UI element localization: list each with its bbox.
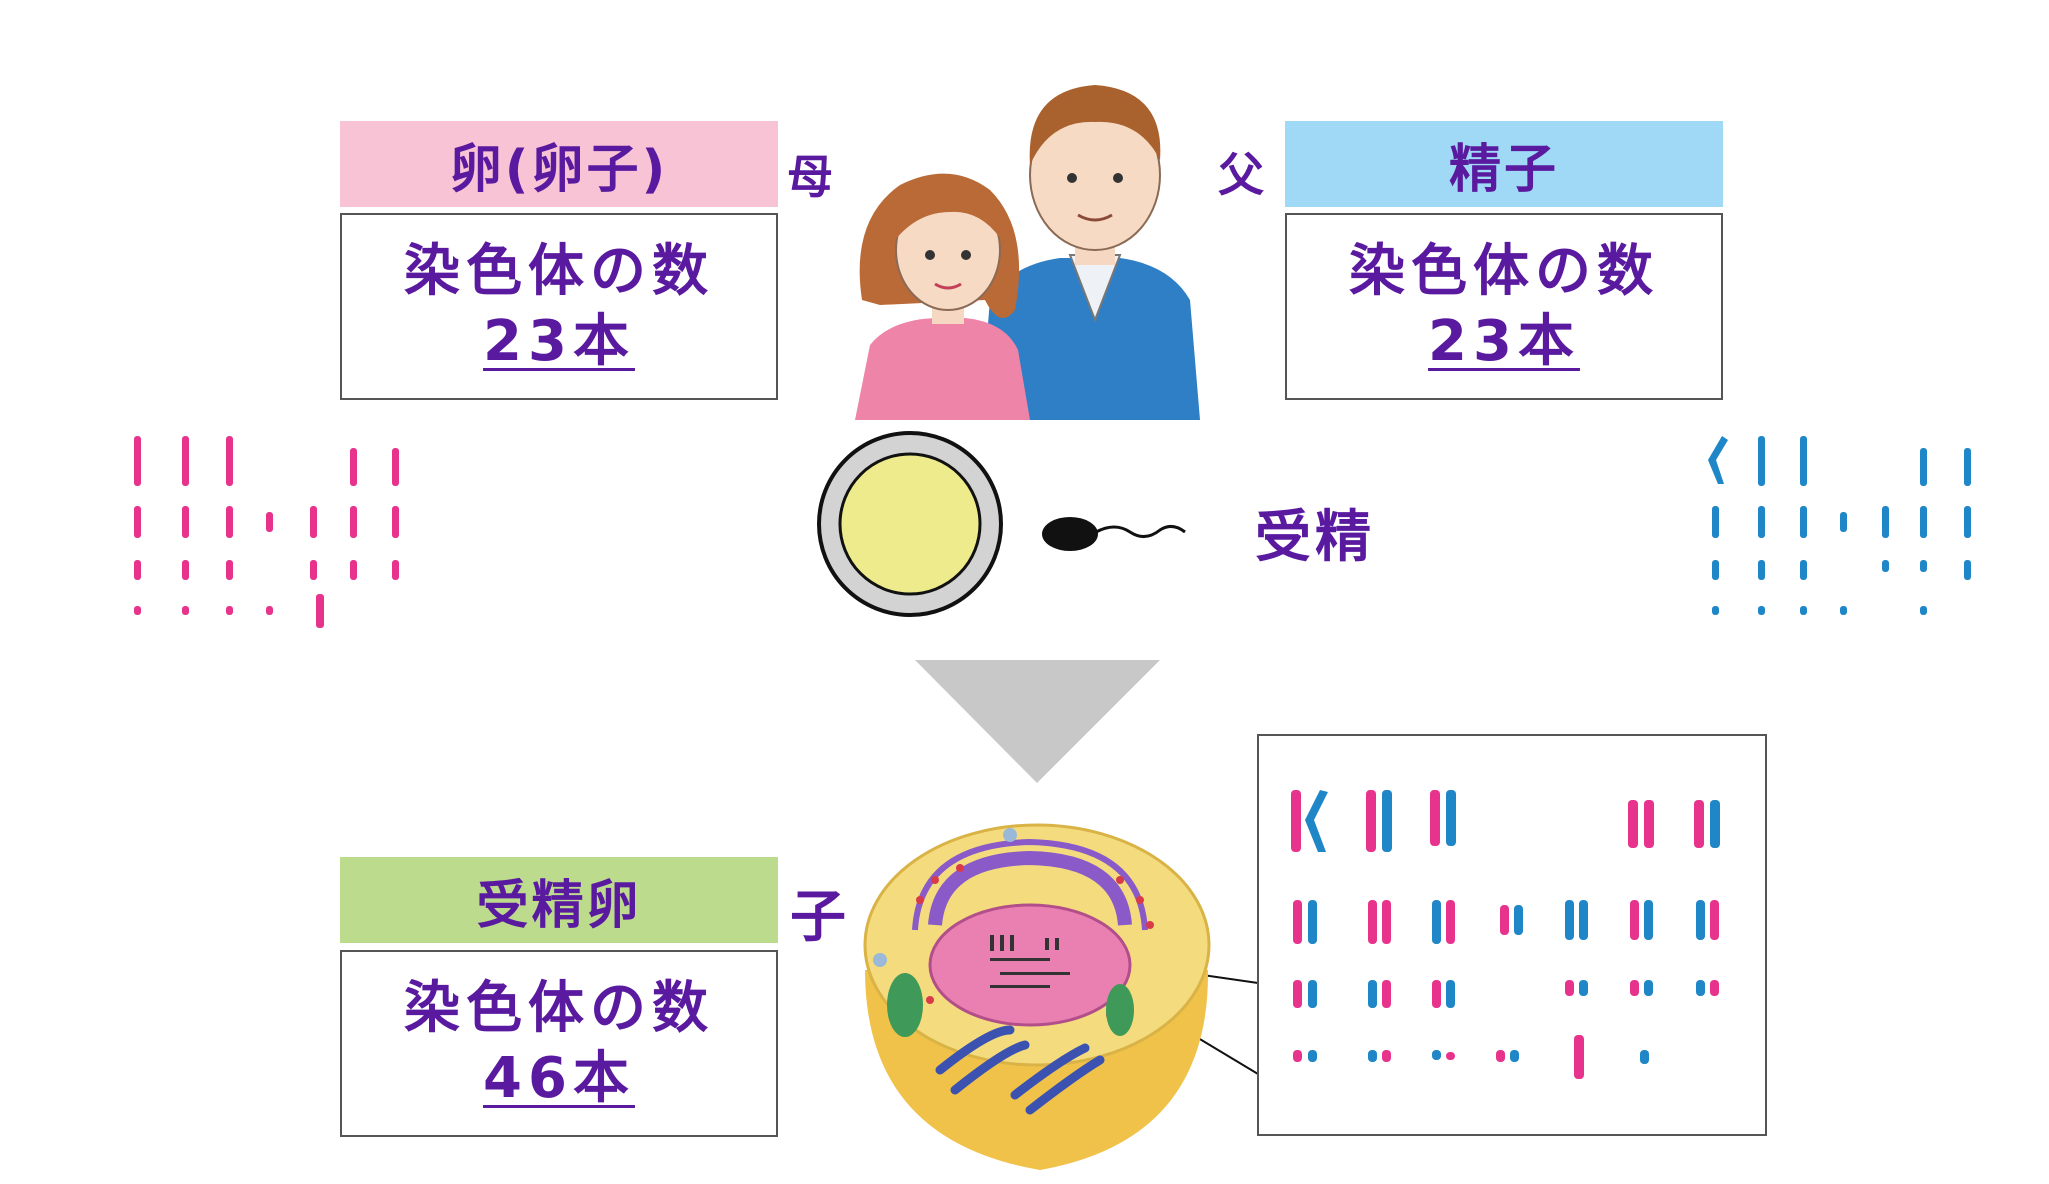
sperm-header-text: 精子 [1448, 139, 1559, 200]
karyotype-row-4 [1293, 1035, 1649, 1079]
zygote-chromosome-count: 46本 [483, 1045, 635, 1111]
father-figure [980, 85, 1200, 420]
egg-header-text: 卵(卵子) [449, 139, 669, 200]
zygote-header-text: 受精卵 [476, 875, 642, 936]
zygote-chromosome-label: 染色体の数 [404, 975, 714, 1041]
mother-figure [855, 173, 1030, 420]
sperm-chromosome-label: 染色体の数 [1349, 238, 1659, 304]
sperm-header: 精子 [1285, 121, 1723, 207]
child-label: 子 [790, 885, 846, 950]
fertilization-label: 受精 [1255, 505, 1375, 570]
karyotype-row-1 [1291, 790, 1720, 852]
mother-label: 母 [787, 150, 833, 204]
father-label: 父 [1218, 148, 1264, 202]
sperm-info-box: 染色体の数 23本 [1285, 213, 1723, 400]
zygote-info-box: 染色体の数 46本 [340, 950, 778, 1137]
sperm-chromosome-count: 23本 [1428, 308, 1580, 374]
karyotype-row-2 [1293, 900, 1719, 944]
egg-info-box: 染色体の数 23本 [340, 213, 778, 400]
egg-chromosome-count: 23本 [483, 308, 635, 374]
egg-header: 卵(卵子) [340, 121, 778, 207]
karyotype-row-3 [1293, 980, 1719, 1008]
egg-chromosome-label: 染色体の数 [404, 238, 714, 304]
zygote-header: 受精卵 [340, 857, 778, 943]
